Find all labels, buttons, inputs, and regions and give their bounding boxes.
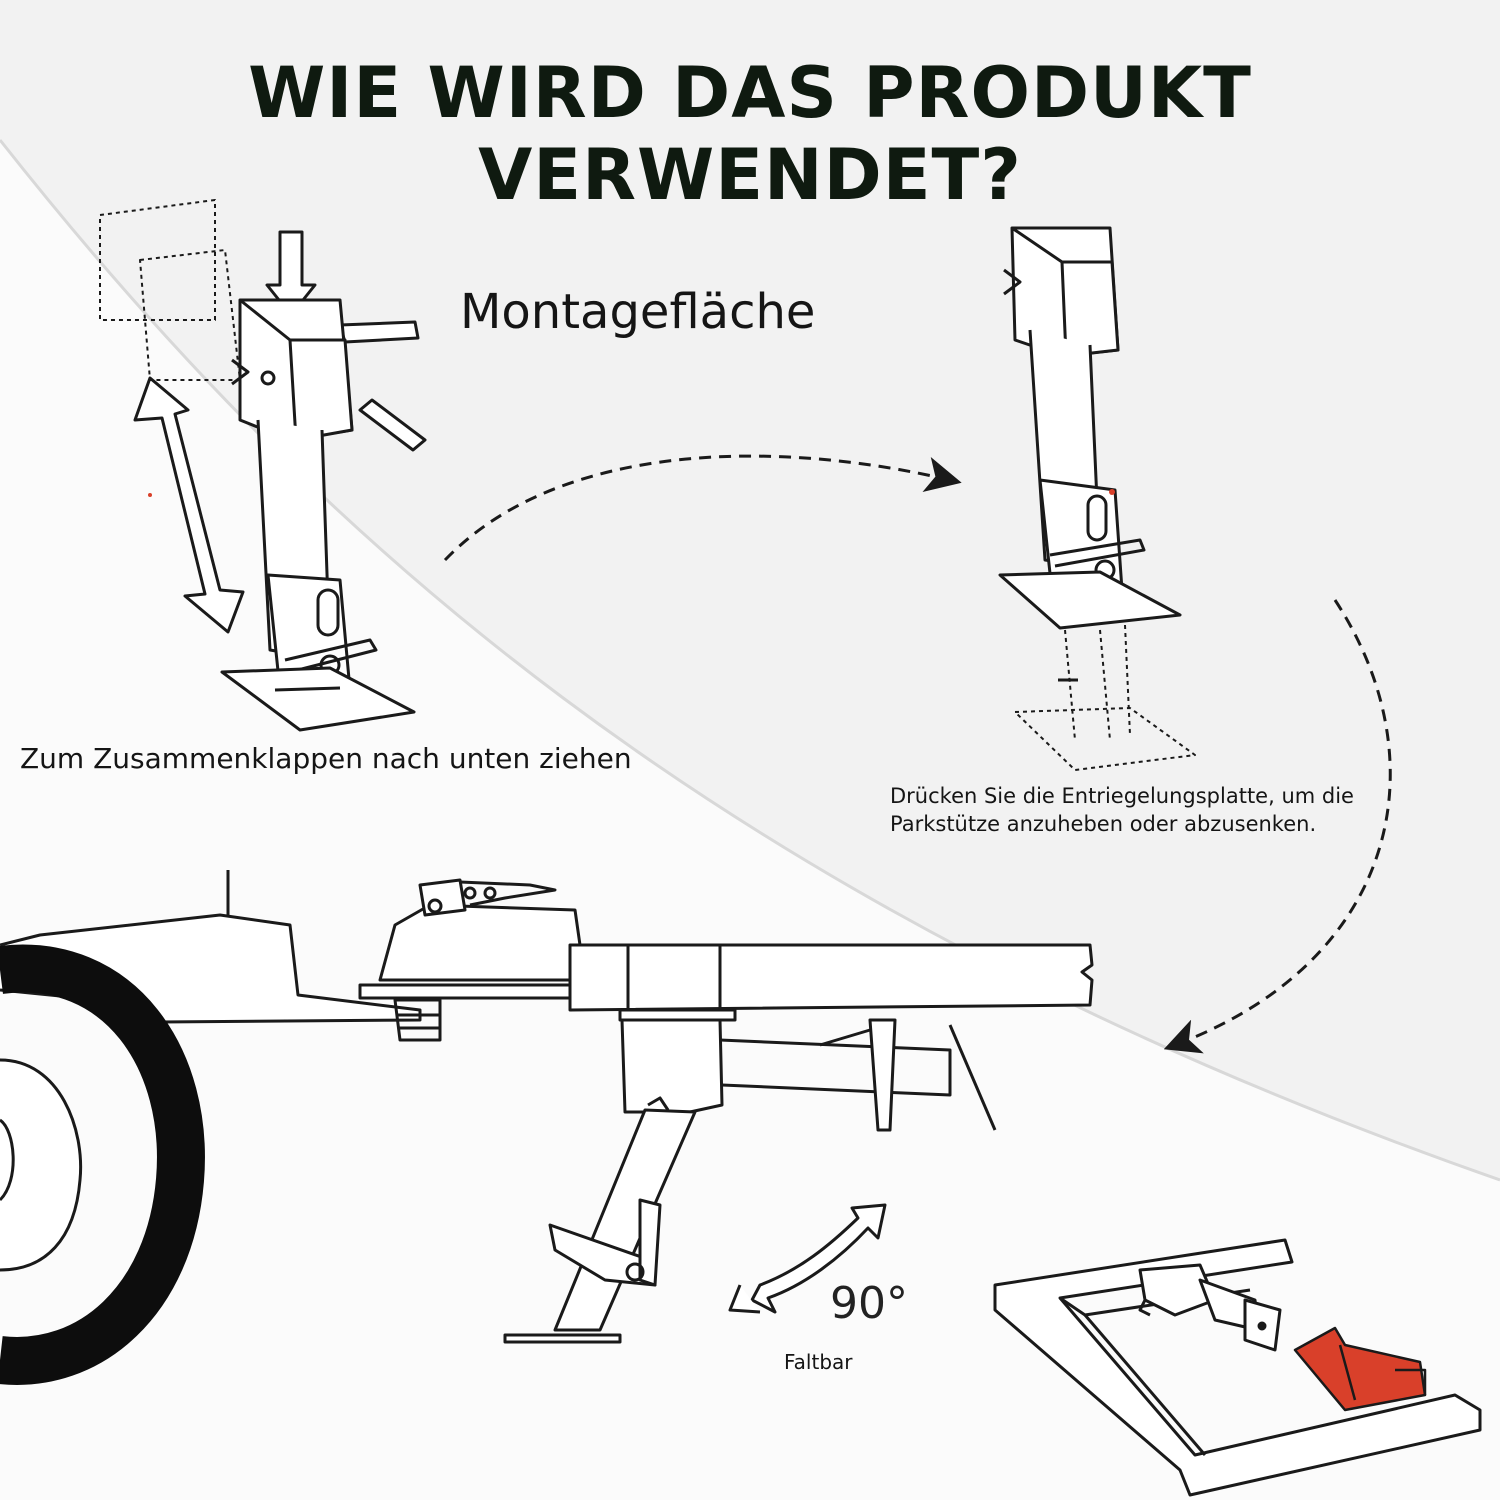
curved-panel: [0, 140, 1500, 1500]
release-instruction-label: Drücken Sie die Entriegelungsplatte, um …: [890, 784, 1354, 836]
jack-mounting-drawing: [99, 199, 427, 732]
angle-arc-arrow-icon: [728, 1203, 887, 1314]
curved-dashed-arrow-icon: [1163, 599, 1392, 1054]
foldable-label: Faltbar: [784, 1350, 853, 1374]
frame-drawing: [993, 1238, 1482, 1497]
red-jack-part: [1293, 1326, 1427, 1412]
jack-release-drawing: [998, 226, 1196, 771]
fold-instruction-label: Zum Zusammenklappen nach unten ziehen: [20, 742, 632, 775]
curved-dashed-arrow-icon: [443, 454, 962, 562]
angle-label: 90°: [830, 1278, 908, 1329]
mounting-surface-label: Montagefläche: [460, 284, 816, 340]
trailer-drawing: [0, 870, 1094, 1385]
double-arrow-icon: [133, 376, 245, 634]
curved-panel-edge: [0, 139, 1500, 1182]
page-title: WIE WIRD DAS PRODUKT VERWENDET?: [248, 52, 1252, 216]
